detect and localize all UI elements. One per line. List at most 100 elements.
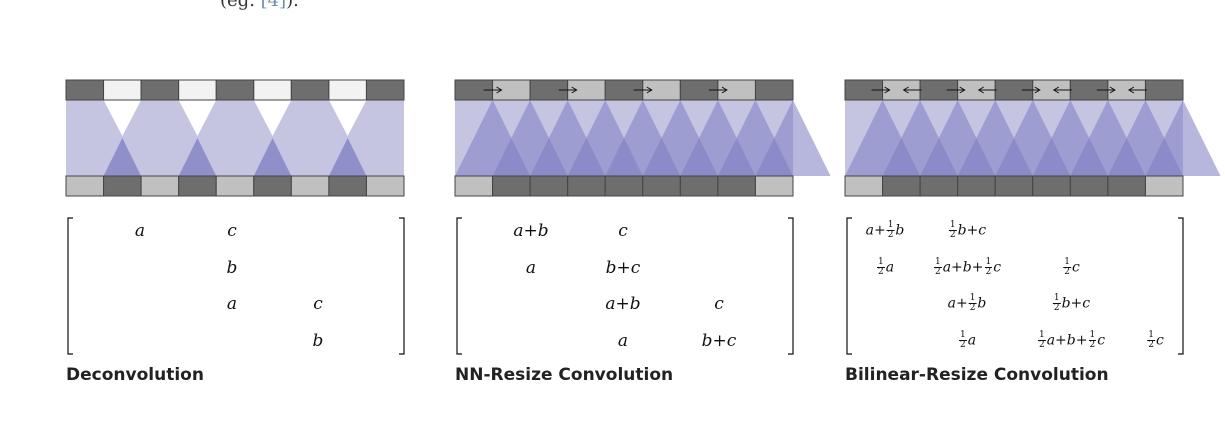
output-cell: [454, 175, 494, 197]
input-cell: [290, 79, 330, 101]
matrix-entry: a: [134, 221, 146, 241]
input-cell: [1144, 79, 1184, 101]
output-cell: [994, 175, 1034, 197]
output-cell: [679, 175, 719, 197]
nn-resize-diagram: [454, 79, 831, 197]
top-text-fragment: (eg. [4]).: [220, 0, 299, 11]
gap-triangle: [253, 100, 292, 136]
matrix-entry: a: [617, 331, 629, 351]
input-cell: [754, 79, 794, 101]
output-cell: [492, 175, 531, 197]
arrow-left-head-icon: [1127, 86, 1135, 94]
arrow-right-head-icon: [496, 86, 503, 94]
right-bracket-line: [788, 217, 794, 355]
input-cell: [178, 79, 217, 101]
right-bracket-line: [399, 217, 405, 355]
arrow-left-head-icon: [1052, 86, 1060, 94]
overlap-triangle: [253, 138, 292, 176]
output-cell: [140, 175, 180, 197]
kernel-triangle: [755, 100, 831, 176]
matrix-entry: b: [226, 258, 238, 278]
overlap-triangle: [178, 138, 217, 176]
matrix-entry: a: [525, 258, 537, 278]
input-cell: [328, 79, 367, 101]
output-cell: [253, 175, 292, 197]
output-cell: [215, 175, 255, 197]
kernel-triangles: [103, 100, 367, 176]
nn-resize-caption: NN-Resize Convolution: [455, 365, 674, 385]
output-cell: [567, 175, 606, 197]
arrow-right-head-icon: [884, 86, 891, 94]
output-cell: [529, 175, 569, 197]
deconvolution-diagram: [65, 79, 405, 197]
right-bracket: [1178, 217, 1184, 355]
arrow-right-head-icon: [646, 86, 653, 94]
arrow-right-head-icon: [721, 86, 728, 94]
arrow-right-head-icon: [959, 86, 966, 94]
overlap-triangle: [103, 138, 142, 176]
overlap-triangle: [328, 138, 367, 176]
output-cell: [103, 175, 142, 197]
input-cell: [103, 79, 142, 101]
output-cell: [328, 175, 367, 197]
left-bracket-line: [846, 217, 852, 355]
output-cell: [919, 175, 959, 197]
output-cell: [717, 175, 756, 197]
gap-triangle: [328, 100, 367, 136]
matrix-entry: c: [227, 221, 237, 241]
left-bracket: [846, 217, 852, 355]
right-bracket: [788, 217, 794, 355]
left-bracket-line: [456, 217, 462, 355]
citation-link[interactable]: [4]: [260, 0, 287, 11]
right-bracket-line: [1178, 217, 1184, 355]
output-cell: [1107, 175, 1146, 197]
output-cell: [882, 175, 921, 197]
panel-bilinear-resize: [844, 78, 1221, 200]
arrow-left-head-icon: [902, 86, 909, 94]
output-cell: [1069, 175, 1109, 197]
matrix-entry: a+b: [513, 221, 549, 241]
left-bracket: [67, 217, 73, 355]
matrix-entry: c: [618, 221, 628, 241]
deconvolution-caption: Deconvolution: [66, 365, 204, 385]
left-bracket-line: [67, 217, 73, 355]
arrow-left-head-icon: [977, 86, 984, 94]
right-bracket: [399, 217, 405, 355]
arrow-right-head-icon: [571, 86, 578, 94]
output-cell: [604, 175, 644, 197]
bilinear-resize-caption: Bilinear-Resize Convolution: [845, 365, 1109, 385]
kernel-triangle: [1145, 100, 1221, 176]
left-bracket: [456, 217, 462, 355]
bilinear-resize-diagram: [844, 79, 1221, 197]
matrix-entry: a: [226, 294, 238, 314]
arrow-right-head-icon: [1109, 86, 1116, 94]
output-cell: [65, 175, 105, 197]
panel-deconvolution: [65, 78, 406, 200]
gap-triangle: [103, 100, 142, 136]
matrix-entry: b+c: [605, 258, 641, 278]
output-cell: [1032, 175, 1071, 197]
matrix-entry: b+c: [701, 331, 737, 351]
output-cell: [1144, 175, 1184, 197]
input-cell: [253, 79, 292, 101]
gap-triangle: [178, 100, 217, 136]
output-cell: [642, 175, 681, 197]
output-cell: [844, 175, 884, 197]
matrix-entry: c: [714, 294, 724, 314]
output-cell: [178, 175, 217, 197]
matrix-entry: c: [313, 294, 323, 314]
panel-nn-resize: [454, 78, 831, 200]
top-text-prefix: (eg.: [220, 0, 255, 11]
